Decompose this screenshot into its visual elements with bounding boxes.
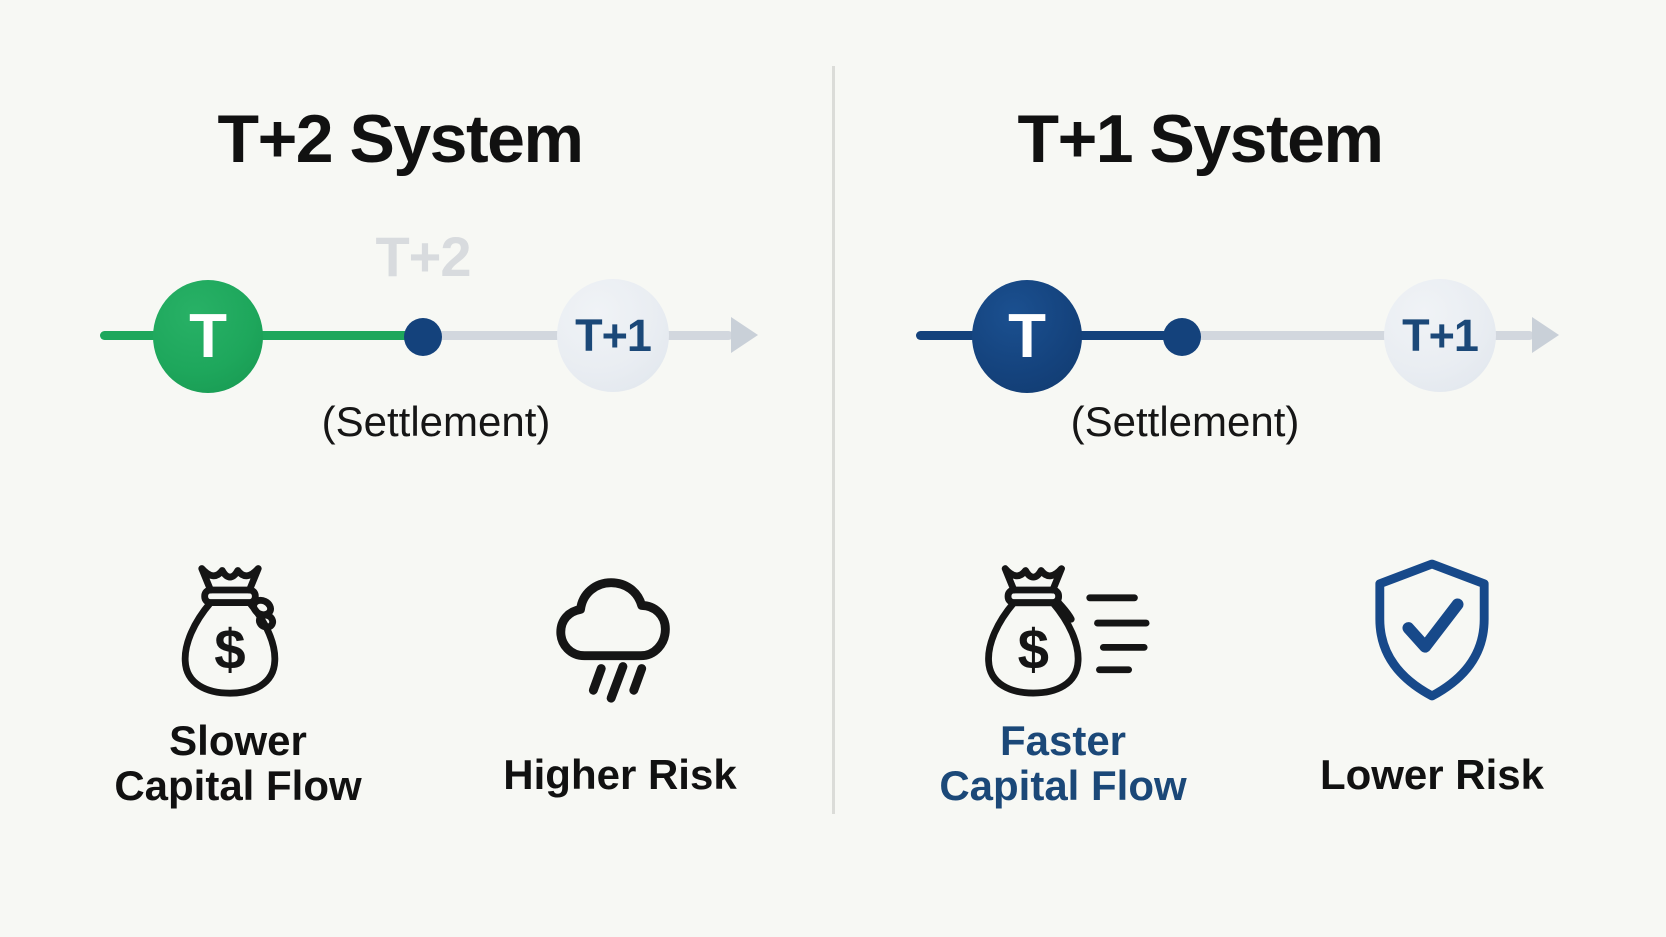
arrow-right-icon (1532, 317, 1559, 353)
left-capital-flow-line2: Capital Flow (114, 762, 362, 809)
left-panel-title: T+2 System (217, 101, 584, 177)
right-capital-flow-label: Faster Capital Flow (893, 718, 1233, 808)
right-trade-day-label: T (1008, 302, 1046, 371)
right-capital-flow-line1: Faster (999, 717, 1127, 764)
left-t1-node: T+1 (557, 279, 669, 392)
right-t1-node: T+1 (1384, 279, 1496, 392)
left-settlement-label: (Settlement) (321, 398, 551, 445)
right-trade-day-node: T (972, 280, 1082, 393)
dollar-sign-glyph: $ (1018, 618, 1049, 681)
right-capital-flow-line2: Capital Flow (939, 762, 1187, 809)
left-settlement-dot (404, 318, 442, 356)
right-panel-title: T+1 System (1017, 101, 1384, 177)
arrow-right-icon (731, 317, 758, 353)
money-bag-icon: $ (170, 553, 290, 699)
rain-cloud-icon (545, 560, 693, 710)
shield-check-icon (1368, 553, 1496, 707)
left-risk-label: Higher Risk (503, 751, 737, 798)
left-trade-day-label: T (189, 302, 227, 371)
right-timeline-gray-segment (1182, 331, 1534, 340)
dollar-sign-glyph: $ (214, 618, 245, 681)
right-settlement-label: (Settlement) (1070, 398, 1300, 445)
vertical-divider (832, 66, 835, 814)
left-capital-flow-line1: Slower (169, 717, 307, 764)
money-bag-speed-icon: $ (975, 553, 1150, 699)
left-capital-flow-label: Slower Capital Flow (68, 718, 408, 808)
left-ghost-t2-label: T+2 (375, 225, 471, 288)
right-t1-label: T+1 (1402, 309, 1479, 361)
left-t1-label: T+1 (575, 309, 652, 361)
right-risk-label: Lower Risk (1319, 751, 1545, 798)
right-settlement-dot (1163, 318, 1201, 356)
left-trade-day-node: T (153, 280, 263, 393)
